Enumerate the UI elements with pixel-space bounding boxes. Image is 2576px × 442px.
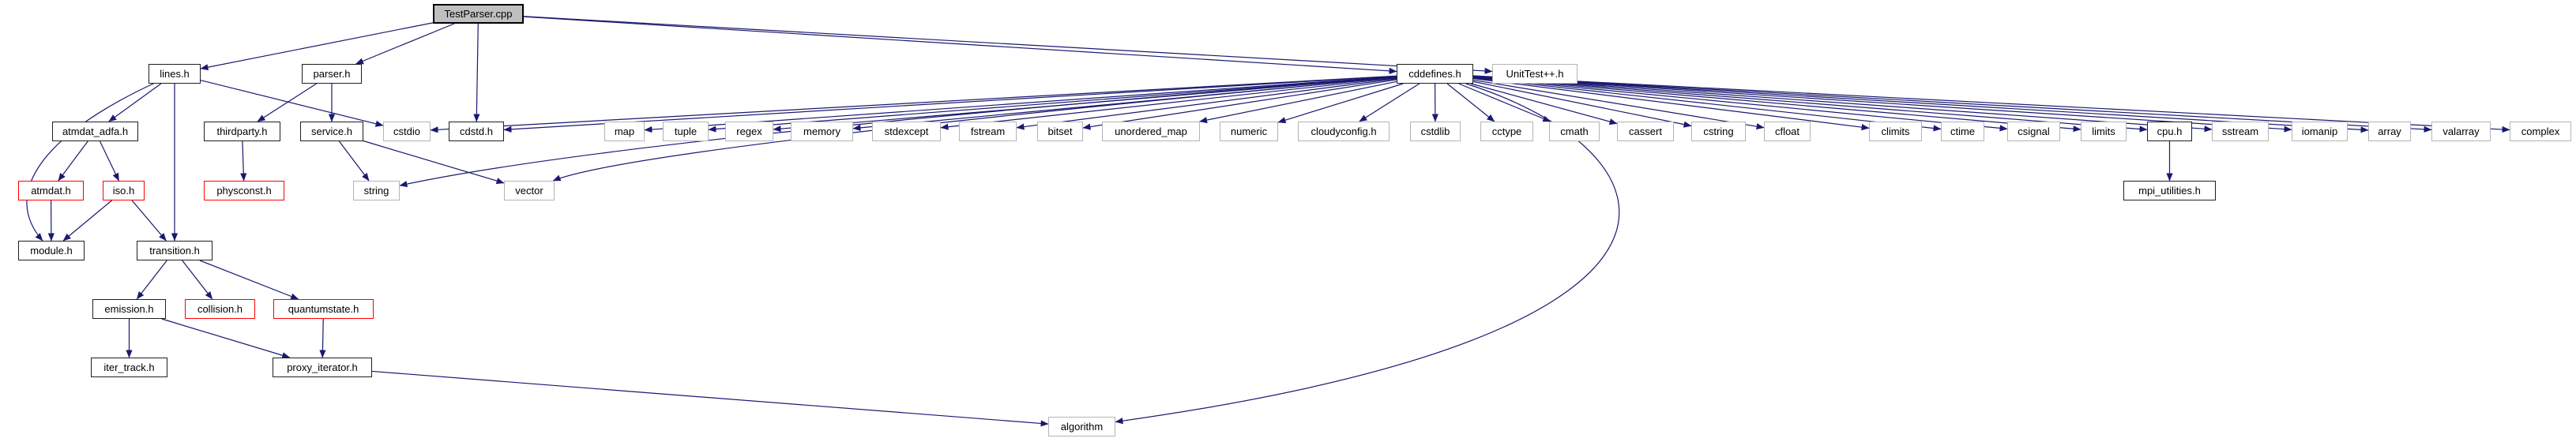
node-cstring: cstring xyxy=(1691,122,1746,141)
edge-iso-h-to-transition-h xyxy=(131,200,167,242)
node-iso-h[interactable]: iso.h xyxy=(103,181,145,200)
node-physconst-h[interactable]: physconst.h xyxy=(204,181,284,200)
node-iomanip: iomanip xyxy=(2292,122,2348,141)
node-collision-h[interactable]: collision.h xyxy=(185,299,255,319)
node-sstream: sstream xyxy=(2212,122,2269,141)
edge-thirdparty-h-to-physconst-h xyxy=(240,140,247,182)
node-atmdat-adfa-h[interactable]: atmdat_adfa.h xyxy=(52,122,138,141)
node-proxy-iterator-h[interactable]: proxy_iterator.h xyxy=(273,358,372,377)
edge-cddefines-h-to-climits xyxy=(1472,77,1870,131)
edge-quantumstate-h-to-proxy-iterator-h xyxy=(319,318,326,358)
node-cstdlib: cstdlib xyxy=(1410,122,1461,141)
edge-transition-h-to-quantumstate-h xyxy=(199,260,299,300)
node-iter-track-h[interactable]: iter_track.h xyxy=(91,358,167,377)
edge-cddefines-h-to-cctype xyxy=(1446,83,1495,122)
node-testparser-cpp: TestParser.cpp xyxy=(433,4,524,24)
edge-lines-h-to-atmdat-adfa-h xyxy=(108,83,162,122)
node-parser-h[interactable]: parser.h xyxy=(302,64,362,84)
edge-cddefines-h-to-fstream xyxy=(1016,78,1397,130)
node-map: map xyxy=(604,122,645,141)
edge-atmdat-adfa-h-to-atmdat-h xyxy=(58,140,88,182)
node-cloudyconfig-h: cloudyconfig.h xyxy=(1298,122,1390,141)
node-cdstd-h[interactable]: cdstd.h xyxy=(449,122,504,141)
node-lines-h[interactable]: lines.h xyxy=(149,64,201,84)
node-vector: vector xyxy=(504,181,555,200)
edge-testparser-cpp-to-cddefines-h xyxy=(523,16,1397,74)
edge-iso-h-to-module-h xyxy=(62,200,112,242)
edge-testparser-cpp-to-lines-h xyxy=(200,22,434,71)
edge-cddefines-h-to-complex xyxy=(1472,75,2510,133)
edge-testparser-cpp-to-cdstd-h xyxy=(473,23,480,122)
edge-parser-h-to-thirdparty-h xyxy=(257,83,317,122)
node-cctype: cctype xyxy=(1480,122,1533,141)
node-thirdparty-h[interactable]: thirdparty.h xyxy=(204,122,280,141)
edge-cddefines-h-to-csignal xyxy=(1472,77,2008,132)
node-limits: limits xyxy=(2081,122,2127,141)
edge-cddefines-h-to-ctime xyxy=(1472,77,1942,132)
edge-cddefines-h-to-map xyxy=(644,76,1397,133)
edge-cddefines-h-to-numeric xyxy=(1277,83,1404,124)
edge-cddefines-h-to-sstream xyxy=(1472,76,2213,133)
node-ctime: ctime xyxy=(1941,122,1984,141)
edge-cddefines-h-to-unordered-map xyxy=(1199,81,1397,124)
edge-cddefines-h-to-valarray xyxy=(1472,75,2432,133)
edge-cddefines-h-to-cmath xyxy=(1458,83,1551,122)
edge-cddefines-h-to-algorithm xyxy=(1115,83,1620,425)
node-module-h[interactable]: module.h xyxy=(18,241,85,260)
edge-testparser-cpp-to-unittest-h xyxy=(523,16,1493,74)
edge-testparser-cpp-to-parser-h xyxy=(355,23,455,65)
node-fstream: fstream xyxy=(959,122,1017,141)
node-bitset: bitset xyxy=(1037,122,1083,141)
node-algorithm: algorithm xyxy=(1048,417,1115,436)
edge-lines-h-to-cstdio xyxy=(200,80,384,127)
node-stdexcept: stdexcept xyxy=(872,122,941,141)
edge-proxy-iterator-h-to-algorithm xyxy=(371,370,1049,427)
node-transition-h[interactable]: transition.h xyxy=(137,241,212,260)
edge-cddefines-h-to-stdexcept xyxy=(940,77,1397,130)
edge-service-h-to-vector xyxy=(363,140,505,185)
node-cassert: cassert xyxy=(1617,122,1674,141)
edge-cddefines-h-to-cdstd-h xyxy=(503,75,1397,133)
node-climits: climits xyxy=(1869,122,1922,141)
node-memory: memory xyxy=(791,122,853,141)
node-cmath: cmath xyxy=(1549,122,1600,141)
edge-transition-h-to-emission-h xyxy=(136,260,167,300)
node-service-h[interactable]: service.h xyxy=(300,122,363,141)
node-csignal: csignal xyxy=(2007,122,2060,141)
node-cstdio: cstdio xyxy=(383,122,431,141)
edge-cddefines-h-to-limits xyxy=(1472,77,2081,133)
node-valarray: valarray xyxy=(2431,122,2491,141)
edge-cddefines-h-to-array xyxy=(1472,75,2369,133)
node-cfloat: cfloat xyxy=(1764,122,1811,141)
edge-cddefines-h-to-iomanip xyxy=(1472,76,2292,133)
node-cpu-h[interactable]: cpu.h xyxy=(2147,122,2192,141)
node-atmdat-h[interactable]: atmdat.h xyxy=(18,181,84,200)
edge-cddefines-h-to-cstdio xyxy=(430,75,1397,133)
node-string: string xyxy=(353,181,400,200)
node-mpi-utilities-h[interactable]: mpi_utilities.h xyxy=(2123,181,2216,200)
edge-cddefines-h-to-cpu-h xyxy=(1472,76,2148,133)
edge-service-h-to-string xyxy=(338,140,370,182)
node-numeric: numeric xyxy=(1220,122,1278,141)
edge-cddefines-h-to-cfloat xyxy=(1472,79,1765,130)
node-tuple: tuple xyxy=(663,122,709,141)
edge-atmdat-adfa-h-to-iso-h xyxy=(99,140,120,182)
node-regex: regex xyxy=(725,122,773,141)
edge-lines-h-to-module-h xyxy=(26,83,154,242)
edge-cddefines-h-to-cassert xyxy=(1470,83,1618,125)
edge-cddefines-h-to-cstring xyxy=(1472,81,1692,128)
node-array: array xyxy=(2368,122,2411,141)
node-quantumstate-h[interactable]: quantumstate.h xyxy=(273,299,374,319)
node-unordered-map: unordered_map xyxy=(1102,122,1200,141)
node-complex: complex xyxy=(2510,122,2571,141)
edge-cddefines-h-to-tuple xyxy=(708,76,1397,133)
node-unittest-h: UnitTest++.h xyxy=(1492,64,1578,84)
node-emission-h[interactable]: emission.h xyxy=(92,299,166,319)
edge-cddefines-h-to-cloudyconfig-h xyxy=(1359,83,1420,122)
edge-emission-h-to-proxy-iterator-h xyxy=(161,318,291,359)
edge-cddefines-h-to-bitset xyxy=(1082,79,1397,130)
node-cddefines-h[interactable]: cddefines.h xyxy=(1397,64,1473,84)
edge-transition-h-to-collision-h xyxy=(182,260,213,300)
